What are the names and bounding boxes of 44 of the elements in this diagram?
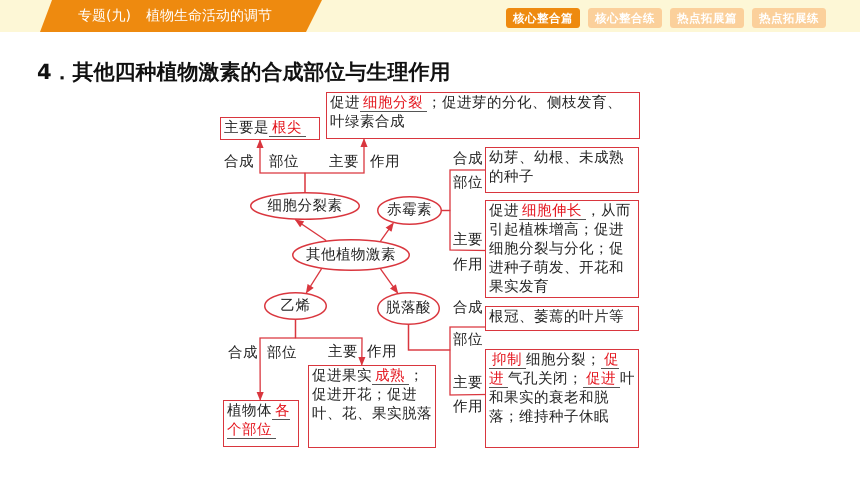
text-box: 幼芽、幼根、未成熟的种子 <box>485 147 639 193</box>
text-box: 主要是根尖 <box>220 117 320 140</box>
node-label: 赤霉素 <box>387 201 432 220</box>
nav-tab: 核心整合练 <box>588 8 662 28</box>
diagram-title: 4．其他四种植物激素的合成部位与生理作用 <box>37 59 451 86</box>
branch-label: 主要 <box>453 374 483 392</box>
branch-label: 合成 <box>228 344 258 362</box>
nav-tab: 热点拓展练 <box>752 8 826 28</box>
branch-label: 作用 <box>453 398 483 416</box>
header-text: 专题(九) <box>78 7 131 26</box>
text-box: 促进细胞伸长，从而引起植株增高；促进细胞分裂与分化；促进种子萌发、开花和果实发育 <box>485 200 639 298</box>
arrow <box>306 268 322 294</box>
arrow <box>380 222 394 242</box>
node-label: 乙烯 <box>280 296 310 316</box>
node-label: 脱落酸 <box>386 299 431 318</box>
node-label: 其他植物激素 <box>306 246 396 264</box>
branch-label: 部位 <box>453 174 483 192</box>
branch-label: 主要 <box>453 231 483 249</box>
arrow <box>380 268 398 294</box>
connector-line <box>408 325 485 396</box>
nav-tab: 热点拓展篇 <box>670 8 744 28</box>
text-box: 促进细胞分裂；促进芽的分化、侧枝发育、叶绿素合成 <box>326 92 640 139</box>
branch-label: 合成 <box>453 299 483 317</box>
arrow <box>294 320 366 366</box>
nav-tab: 核心整合篇 <box>506 8 580 28</box>
branch-label: 作用 <box>453 256 483 274</box>
header-text: 植物生命活动的调节 <box>146 7 272 26</box>
branch-label: 作用 <box>367 343 397 361</box>
text-box: 植物体各个部位 <box>223 400 299 447</box>
text-box: 根冠、萎蔫的叶片等 <box>485 306 639 331</box>
branch-label: 部位 <box>453 331 483 349</box>
branch-label: 合成 <box>224 153 254 171</box>
connector-line <box>442 210 485 252</box>
branch-label: 部位 <box>267 344 297 362</box>
arrow <box>294 219 326 242</box>
branch-label: 主要 <box>328 343 358 361</box>
arrow <box>304 138 368 192</box>
node-label: 细胞分裂素 <box>268 196 342 216</box>
branch-label: 主要 <box>329 153 359 171</box>
text-box: 抑制细胞分裂；促进气孔关闭；促进叶和果实的衰老和脱落；维持种子休眠 <box>485 349 639 448</box>
branch-label: 作用 <box>370 153 400 171</box>
branch-label: 部位 <box>269 153 299 171</box>
text-box: 促进果实成熟；促进开花；促进叶、花、果实脱落 <box>308 365 436 448</box>
branch-label: 合成 <box>453 150 483 168</box>
